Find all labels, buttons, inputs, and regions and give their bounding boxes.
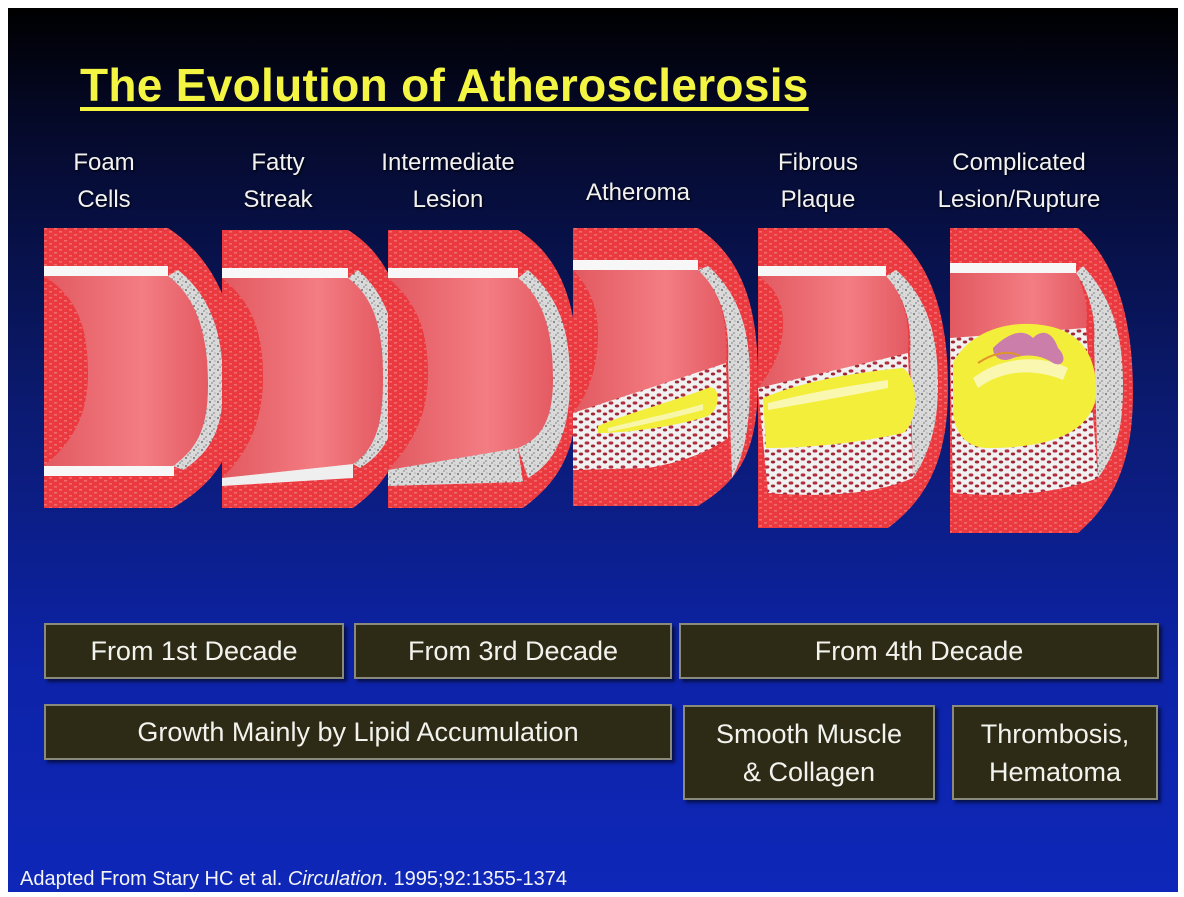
citation: Adapted From Stary HC et al. Circulation…: [20, 868, 567, 891]
artery-complicated-lesion: [950, 228, 1133, 533]
artery-fibrous-plaque: [758, 228, 948, 528]
citation-prefix: Adapted From Stary HC et al.: [20, 868, 288, 890]
timing-fourth-decade: From 4th Decade: [679, 623, 1159, 679]
growth-lipid-accumulation: Growth Mainly by Lipid Accumulation: [44, 704, 672, 760]
citation-suffix: . 1995;92:1355-1374: [382, 868, 567, 890]
artery-atheroma: [573, 228, 758, 506]
artery-intermediate-lesion: [388, 230, 578, 508]
growth-thrombosis-hematoma: Thrombosis, Hematoma: [952, 705, 1158, 800]
slide: The Evolution of Atherosclerosis Foam Ce…: [8, 8, 1178, 892]
growth-smooth-muscle-collagen: Smooth Muscle & Collagen: [683, 705, 935, 800]
timing-third-decade: From 3rd Decade: [354, 623, 672, 679]
artery-fatty-streak: [222, 230, 408, 508]
timing-first-decade: From 1st Decade: [44, 623, 344, 679]
artery-foam-cells: [44, 228, 238, 508]
artery-illustration: [8, 8, 1178, 608]
citation-journal: Circulation: [288, 868, 382, 890]
